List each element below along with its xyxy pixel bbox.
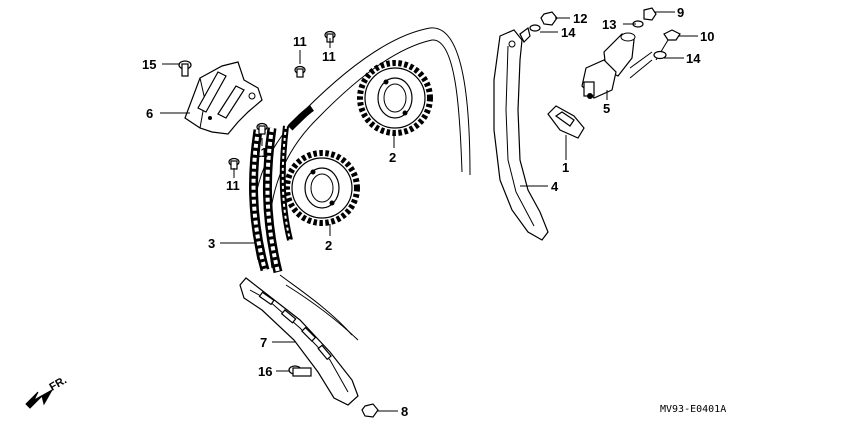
cam-sprocket-lower — [284, 150, 360, 226]
upper-chain-guide-bracket — [184, 61, 263, 135]
cam-chain-path — [253, 27, 471, 341]
bolt-11-low — [228, 157, 240, 170]
callout-12: 12 — [573, 11, 587, 26]
callout-11-top-left: 11 — [293, 34, 307, 49]
tensioner-lifter — [581, 32, 636, 99]
bolt-9 — [643, 7, 657, 21]
callout-1: 1 — [562, 160, 569, 175]
bolt-16 — [288, 365, 312, 377]
callout-11-low: 11 — [226, 178, 240, 193]
callout-6: 6 — [146, 106, 153, 121]
bolt-11-top-left — [294, 65, 306, 78]
lower-chain-guide — [239, 277, 359, 406]
callout-9: 9 — [677, 5, 684, 20]
bolt-10 — [655, 29, 681, 61]
callout-7: 7 — [260, 335, 267, 350]
callout-4: 4 — [551, 179, 559, 194]
callout-3: 3 — [208, 236, 215, 251]
front-direction-label: FR. — [48, 374, 69, 393]
callout-11-mid: 11 — [254, 145, 268, 160]
callout-14-top: 14 — [561, 25, 576, 40]
callout-5: 5 — [603, 101, 610, 116]
chain-tensioner-arm — [493, 26, 549, 241]
callout-11-top: 11 — [322, 49, 336, 64]
callout-13: 13 — [602, 17, 616, 32]
callout-15: 15 — [142, 57, 156, 72]
tensioner-gasket — [547, 105, 585, 139]
bolt-11-mid — [256, 122, 268, 135]
callout-10: 10 — [700, 29, 714, 44]
callout-2-upper: 2 — [389, 150, 396, 165]
cam-sprocket-upper — [357, 60, 433, 136]
nut-12 — [540, 11, 558, 26]
cam-chain — [249, 105, 315, 274]
washer-14-right — [653, 50, 667, 60]
nut-8 — [361, 403, 379, 418]
diagram-code: MV93-E0401A — [660, 404, 726, 415]
front-direction-arrow: FR. — [25, 374, 69, 409]
callout-14-right: 14 — [686, 51, 701, 66]
washer-14-top — [529, 24, 541, 32]
callout-2-lower: 2 — [325, 238, 332, 253]
bolt-15 — [178, 60, 192, 77]
callout-8: 8 — [401, 404, 408, 419]
callout-16: 16 — [258, 364, 272, 379]
leader-lines — [160, 11, 698, 412]
